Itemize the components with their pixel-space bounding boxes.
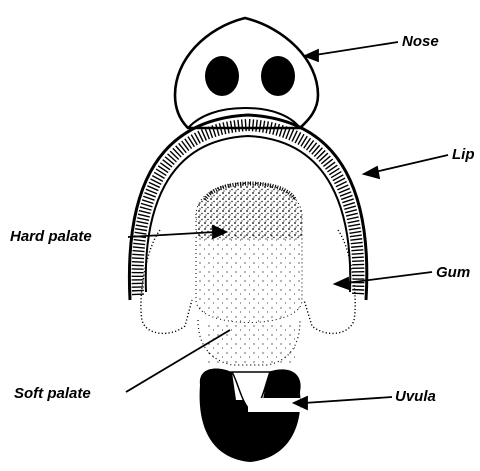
label-lip: Lip — [452, 147, 475, 162]
right-nostril — [261, 56, 295, 96]
uvula-arrow — [294, 397, 392, 409]
lip-arrow — [364, 155, 448, 178]
label-gum: Gum — [436, 265, 470, 280]
label-hard-palate: Hard palate — [10, 229, 92, 244]
nose-shape — [175, 18, 318, 128]
uvula-shape — [200, 368, 301, 462]
label-uvula: Uvula — [395, 389, 436, 404]
soft-palate-stipple — [205, 325, 295, 365]
hard-palate-region — [196, 170, 304, 325]
nose-arrow — [305, 42, 398, 61]
label-soft-palate: Soft palate — [14, 386, 91, 401]
label-nose: Nose — [402, 34, 439, 49]
left-nostril — [205, 56, 239, 96]
